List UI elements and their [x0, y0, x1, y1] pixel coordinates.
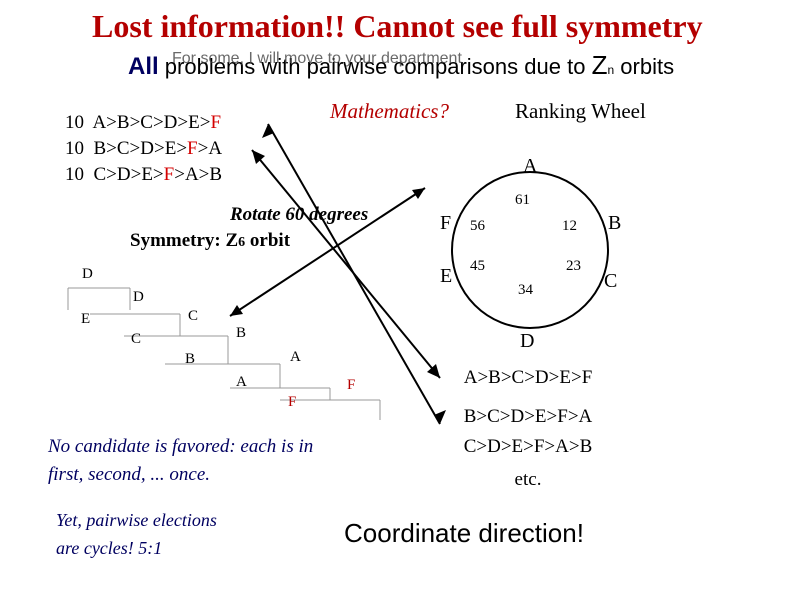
- row-count: 10: [65, 164, 84, 185]
- tree-label-f2: F: [288, 394, 297, 410]
- ranking-wheel-circle: [451, 171, 609, 329]
- row-suffix: >A>B: [174, 164, 223, 185]
- subtitle-z: Z: [591, 50, 608, 80]
- mathematics-label: Mathematics?: [330, 99, 449, 123]
- wheel-num-12: 12: [562, 218, 577, 234]
- subtitle-overlap: For some, I will move to your department: [172, 50, 462, 67]
- tree-label-b: B: [236, 325, 247, 341]
- subtitle-main: problems with pairwise comparisons due t…: [164, 54, 586, 79]
- tree-label-c: C: [188, 308, 199, 324]
- wheel-letter-e: E: [440, 265, 453, 287]
- arrow-head: [262, 124, 274, 138]
- row-red: F: [210, 112, 222, 133]
- tree-label-d: D: [82, 266, 93, 282]
- row-prefix: C>D>E>: [93, 164, 164, 185]
- row-red: F: [187, 138, 198, 159]
- symmetry-sub: 6: [238, 235, 246, 250]
- wheel-num-23: 23: [566, 258, 581, 274]
- ranking-row: 10 A>B>C>D>E>F: [65, 110, 222, 136]
- tree-label-c2: C: [131, 331, 142, 347]
- wheel-num-45: 45: [470, 258, 485, 274]
- slide-title: Lost information!! Cannot see full symme…: [92, 8, 703, 44]
- ranking-row: 10 C>D>E>F>A>B: [65, 162, 222, 188]
- rotate-label: Rotate 60 degrees: [230, 204, 369, 225]
- slide-subtitle: All problems with pairwise comparisons d…: [128, 50, 674, 81]
- note-line-2: first, second, ... once.: [48, 464, 211, 485]
- arrow-line: [251, 149, 441, 379]
- cycles-line-2: are cycles! 5:1: [56, 538, 163, 558]
- tree-label-a2: A: [236, 374, 247, 390]
- symmetry-text: Symmetry: Z: [130, 230, 239, 251]
- row-prefix: B>C>D>E>: [93, 138, 188, 159]
- row-red: F: [163, 164, 175, 185]
- tree-label-d2: D: [133, 289, 144, 305]
- wheel-letter-f: F: [440, 212, 452, 234]
- wheel-letter-d: D: [520, 330, 535, 352]
- row-count: 10: [65, 112, 84, 133]
- right-list-line1: A>B>C>D>E>F: [463, 367, 593, 388]
- wheel-num-56: 56: [470, 218, 485, 234]
- wheel-letter-a: A: [523, 155, 538, 177]
- note-line-1: No candidate is favored: each is in: [48, 436, 314, 457]
- tree-label-e: E: [81, 311, 91, 327]
- arrow-line: [229, 187, 426, 317]
- ranking-row: 10 B>C>D>E>F>A: [65, 136, 222, 162]
- subtitle-all: All: [128, 53, 159, 80]
- arrow-head: [230, 305, 243, 316]
- arrow-head: [427, 364, 440, 378]
- cycles-line-1: Yet, pairwise elections: [56, 510, 217, 530]
- wheel-num-34: 34: [518, 282, 533, 298]
- row-prefix: A>B>C>D>E>: [92, 112, 211, 133]
- symmetry-end: orbit: [249, 230, 291, 251]
- wheel-letter-c: C: [604, 270, 618, 292]
- subtitle-n: n: [607, 63, 615, 77]
- row-count: 10: [65, 138, 84, 159]
- wheel-letter-b: B: [608, 212, 622, 234]
- coordinate-direction: Coordinate direction!: [344, 518, 584, 548]
- arrow-head: [412, 188, 425, 199]
- arrow-head: [434, 410, 446, 424]
- row-suffix: >A: [197, 138, 223, 159]
- right-list-line3: C>D>E>F>A>B: [463, 436, 593, 457]
- tree-label-b2: B: [185, 351, 196, 367]
- tree-lines: [67, 287, 381, 420]
- tree-label-a: A: [290, 349, 301, 365]
- right-list-line2: B>C>D>E>F>A: [463, 406, 593, 427]
- arrow-head: [252, 150, 265, 164]
- ranking-wheel-label: Ranking Wheel: [515, 99, 646, 123]
- symmetry-label: Symmetry: Z6 orbit: [130, 230, 290, 252]
- right-list-line4: etc.: [514, 469, 542, 490]
- ranking-rows: 10 A>B>C>D>E>F 10 B>C>D>E>F>A 10 C>D>E>F…: [65, 110, 222, 188]
- wheel-num-61: 61: [515, 192, 530, 208]
- subtitle-end: orbits: [620, 54, 675, 79]
- tree-label-f: F: [347, 377, 356, 393]
